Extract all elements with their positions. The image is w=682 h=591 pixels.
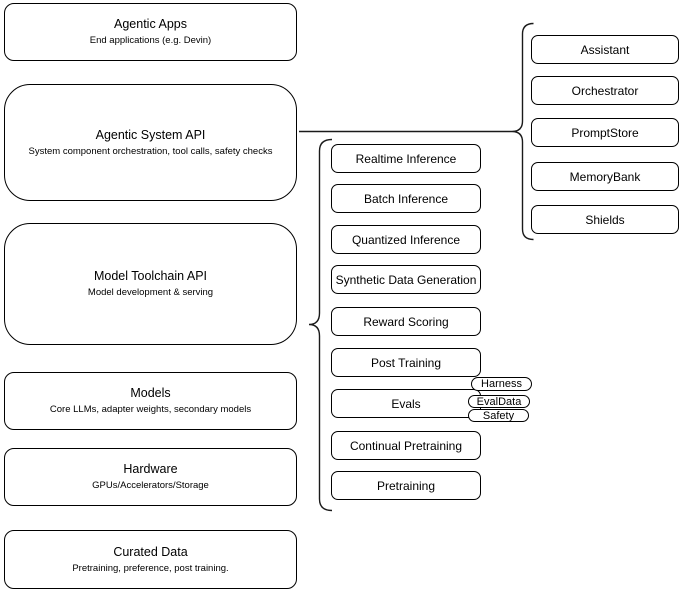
node-orchestrator: Orchestrator bbox=[531, 76, 679, 105]
node-label: Evals bbox=[391, 396, 421, 411]
tag-label: Harness bbox=[481, 378, 522, 390]
node-label: Continual Pretraining bbox=[349, 438, 463, 453]
node-quantized-inference: Quantized Inference bbox=[331, 225, 481, 254]
node-pretraining: Pretraining bbox=[331, 471, 481, 500]
node-title: Agentic Apps bbox=[114, 17, 187, 31]
node-subtitle: End applications (e.g. Devin) bbox=[89, 35, 212, 46]
node-batch-inference: Batch Inference bbox=[331, 184, 481, 213]
node-model-toolchain-api: Model Toolchain API Model development & … bbox=[4, 223, 297, 345]
node-curated-data: Curated Data Pretraining, preference, po… bbox=[4, 530, 297, 589]
node-subtitle: Pretraining, preference, post training. bbox=[72, 562, 229, 574]
node-subtitle: Model development & serving bbox=[87, 287, 214, 298]
tag-safety: Safety bbox=[468, 409, 529, 422]
node-label: Post Training bbox=[370, 355, 442, 370]
node-subtitle: Core LLMs, adapter weights, secondary mo… bbox=[49, 404, 252, 415]
node-label: Shields bbox=[585, 212, 625, 227]
node-subtitle: System component orchestration, tool cal… bbox=[28, 145, 273, 157]
node-title: Model Toolchain API bbox=[93, 269, 208, 283]
node-promptstore: PromptStore bbox=[531, 118, 679, 147]
node-shields: Shields bbox=[531, 205, 679, 234]
node-label: PromptStore bbox=[571, 125, 639, 140]
node-label: Orchestrator bbox=[571, 83, 639, 98]
node-agentic-apps: Agentic Apps End applications (e.g. Devi… bbox=[4, 3, 297, 61]
node-synthetic-data-generation: Synthetic Data Generation bbox=[331, 265, 481, 294]
node-label: Pretraining bbox=[376, 478, 436, 493]
node-label: Realtime Inference bbox=[355, 151, 457, 166]
node-evals: Evals bbox=[331, 389, 481, 418]
node-models: Models Core LLMs, adapter weights, secon… bbox=[4, 372, 297, 430]
node-subtitle: GPUs/Accelerators/Storage bbox=[92, 480, 209, 491]
node-title: Agentic System API bbox=[95, 127, 206, 142]
tag-label: Safety bbox=[482, 409, 515, 422]
node-label: Batch Inference bbox=[363, 191, 449, 206]
node-title: Models bbox=[130, 386, 171, 400]
tag-evaldata: EvalData bbox=[468, 395, 530, 408]
node-title: Hardware bbox=[123, 462, 178, 476]
node-label: MemoryBank bbox=[569, 169, 641, 184]
toolchain-bracket bbox=[308, 138, 333, 512]
node-reward-scoring: Reward Scoring bbox=[331, 307, 481, 336]
node-label: Synthetic Data Generation bbox=[335, 272, 477, 287]
tag-harness: Harness bbox=[471, 377, 532, 391]
node-post-training: Post Training bbox=[331, 348, 481, 377]
node-agentic-system-api: Agentic System API System component orch… bbox=[4, 84, 297, 201]
node-assistant: Assistant bbox=[531, 35, 679, 64]
node-label: Assistant bbox=[580, 42, 630, 57]
node-continual-pretraining: Continual Pretraining bbox=[331, 431, 481, 460]
node-hardware: Hardware GPUs/Accelerators/Storage bbox=[4, 448, 297, 506]
node-realtime-inference: Realtime Inference bbox=[331, 144, 481, 173]
node-label: Reward Scoring bbox=[363, 314, 449, 329]
node-title: Curated Data bbox=[113, 544, 188, 559]
node-memorybank: MemoryBank bbox=[531, 162, 679, 191]
tag-label: EvalData bbox=[476, 395, 522, 408]
node-label: Quantized Inference bbox=[351, 232, 461, 247]
